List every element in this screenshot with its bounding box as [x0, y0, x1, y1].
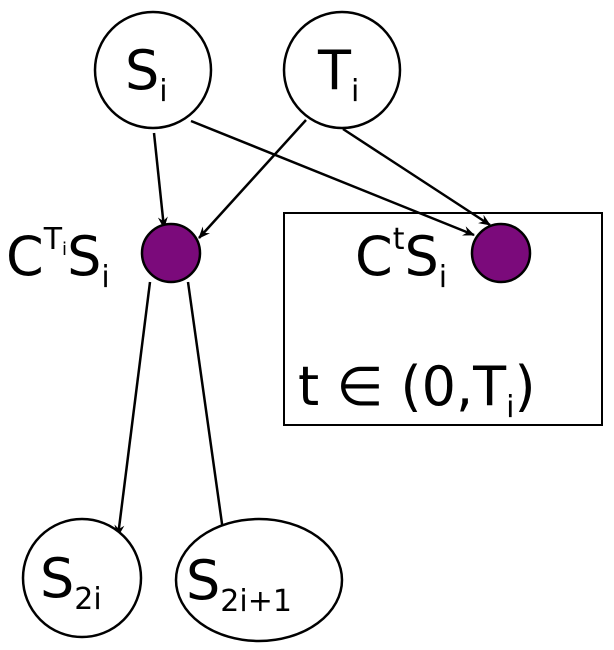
- node-s-2i-plus-1-main: S: [186, 549, 220, 612]
- plate-label-suffix: ): [514, 355, 535, 418]
- node-c-t-s-i-sup: t: [393, 222, 405, 257]
- node-s-2i-plus-1-sub: 2i+1: [220, 584, 292, 619]
- plate-label-sub: i: [506, 390, 514, 425]
- node-s-i-main: S: [125, 39, 159, 102]
- node-c-ti-s-i-label: CTiSi: [6, 222, 110, 295]
- edge-si-to-ctsi: [190, 119, 475, 237]
- node-s-2i-plus-1-label: S2i+1: [186, 549, 292, 619]
- node-s-i: [93, 10, 213, 130]
- node-s-i-sub: i: [159, 74, 167, 109]
- edge-ctisi-to-s2i1: [186, 281, 228, 539]
- node-s-2i-sub: 2i: [74, 582, 101, 617]
- node-s-2i-label: S2i: [40, 547, 102, 617]
- edge-ti-to-ctisi: [198, 119, 307, 239]
- node-c-ti-s-i: [140, 222, 202, 284]
- plate-label: t ∈ (0,Ti): [298, 355, 536, 425]
- node-c-t-s-i-s: S: [404, 225, 438, 288]
- plate: [283, 212, 603, 426]
- node-s-2i-main: S: [40, 547, 74, 610]
- node-c-ti-s-i-c: C: [6, 225, 44, 288]
- node-s-2i-plus-1: [174, 517, 344, 643]
- node-c-t-s-i-s-sub: i: [439, 260, 447, 295]
- node-t-i-label: Ti: [317, 39, 359, 109]
- edge-ctisi-to-s2i: [114, 281, 152, 537]
- node-c-ti-s-i-s: S: [67, 225, 101, 288]
- node-t-i-sub: i: [351, 74, 359, 109]
- node-t-i-main: T: [317, 39, 352, 102]
- node-c-ti-s-i-s-sub: i: [101, 260, 109, 295]
- node-c-t-s-i-label: CtSi: [355, 222, 447, 295]
- node-c-t-s-i-c: C: [355, 225, 393, 288]
- edge-ti-to-ctsi: [342, 127, 491, 227]
- plate-label-prefix: t ∈ (0,T: [298, 355, 507, 418]
- node-s-2i: [21, 517, 143, 639]
- node-s-i-label: Si: [125, 39, 168, 109]
- edge-si-to-ctisi: [152, 132, 168, 229]
- node-c-ti-s-i-sup-sub: i: [62, 239, 67, 260]
- node-c-t-s-i: [470, 222, 532, 284]
- node-c-ti-s-i-sup-main: T: [43, 222, 63, 257]
- node-t-i: [282, 10, 402, 130]
